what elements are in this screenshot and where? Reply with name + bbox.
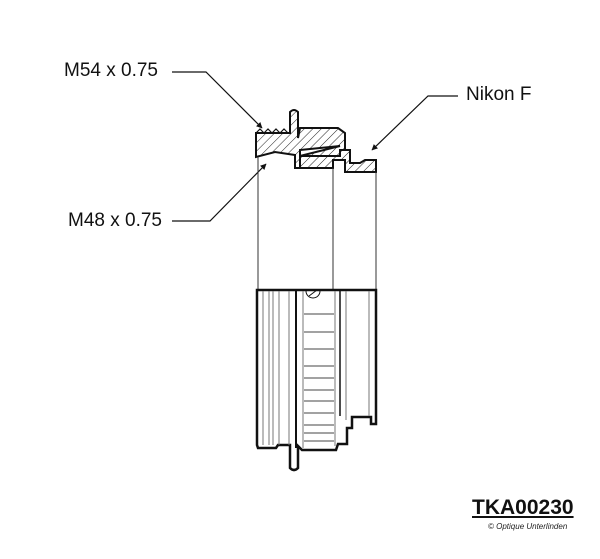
thread-outer-label: M54 x 0.75 (64, 60, 158, 81)
leader-m54 (172, 71, 263, 129)
leader-m48 (172, 163, 267, 222)
copyright: © Optique Unterlinden (488, 522, 568, 531)
part-number: TKA00230 (472, 496, 574, 519)
mount-label: Nikon F (466, 84, 532, 105)
cross-section (255, 109, 377, 173)
side-view (255, 288, 378, 472)
leader-nikon (371, 95, 458, 151)
projection-lines (257, 157, 377, 290)
thread-inner-label: M48 x 0.75 (68, 210, 162, 231)
